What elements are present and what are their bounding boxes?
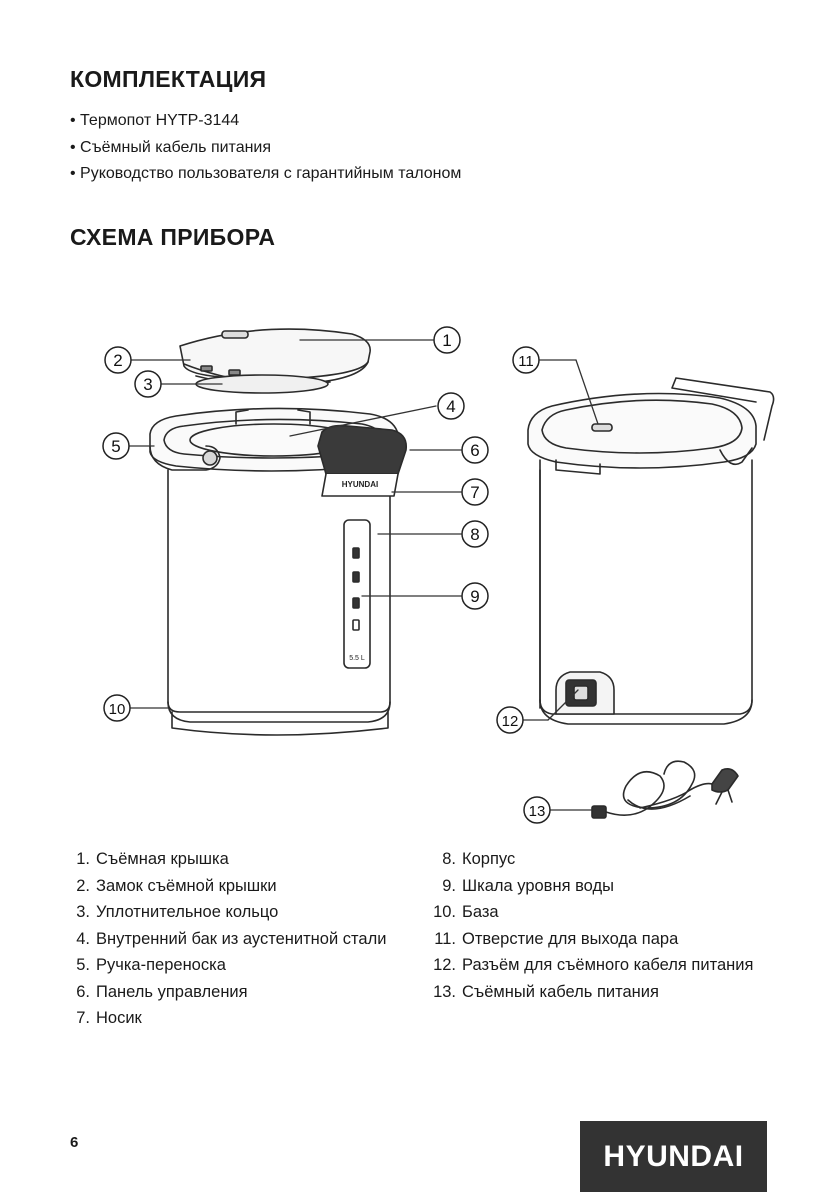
list-item: 13.Съёмный кабель питания bbox=[433, 982, 659, 1001]
callout-11: 11 bbox=[518, 353, 534, 370]
callout-5: 5 bbox=[111, 437, 120, 456]
list-item: 2.Замок съёмной крышки bbox=[76, 876, 277, 895]
brand-logo: HYUNDAI bbox=[580, 1121, 767, 1192]
callout-12: 12 bbox=[502, 713, 519, 730]
list-item: 7.Носик bbox=[76, 1009, 142, 1027]
section-title-scheme: СХЕМА ПРИБОРА bbox=[70, 224, 276, 250]
kit-item: Съёмный кабель питания bbox=[70, 135, 461, 162]
device-scale-label: 5.5 L bbox=[349, 655, 365, 662]
brand-logo-text: HYUNDAI bbox=[603, 1139, 744, 1173]
page-number: 6 bbox=[70, 1134, 79, 1151]
callout-2: 2 bbox=[113, 351, 122, 370]
kit-item: Термопот HYTP-3144 bbox=[70, 108, 461, 135]
callout-13: 13 bbox=[529, 803, 546, 820]
callout-10: 10 bbox=[109, 701, 126, 718]
lid-illustration bbox=[179, 328, 371, 394]
callout-7: 7 bbox=[470, 483, 479, 502]
parts-list-right: 8.Корпус 9.Шкала уровня воды 10.База 11.… bbox=[426, 846, 756, 1005]
callout-1: 1 bbox=[442, 331, 451, 350]
list-item: 9.Шкала уровня воды bbox=[442, 876, 614, 895]
callout-8: 8 bbox=[470, 525, 479, 544]
list-item: 4.Внутренний бак из аустенитной стали bbox=[76, 929, 387, 948]
list-item: 5.Ручка-переноска bbox=[76, 956, 226, 974]
list-item: 3.Уплотнительное кольцо bbox=[76, 903, 279, 921]
parts-list-left: 1.Съёмная крышка 2.Замок съёмной крышки … bbox=[70, 846, 400, 1032]
kit-list: Термопот HYTP-3144 Съёмный кабель питани… bbox=[70, 108, 461, 188]
device-diagram: HYUNDAI 5.5 L 1 2 3 4 5 6 7 8 9 10 11 12… bbox=[102, 326, 775, 824]
callout-6: 6 bbox=[470, 441, 479, 460]
list-item: 1.Съёмная крышка bbox=[76, 850, 229, 868]
callout-4: 4 bbox=[446, 397, 455, 416]
list-item: 10.База bbox=[433, 903, 499, 921]
power-cable-illustration bbox=[591, 760, 739, 819]
list-item: 11.Отверстие для выхода пара bbox=[434, 929, 679, 948]
section-title-kit: КОМПЛЕКТАЦИЯ bbox=[70, 66, 267, 92]
kit-item: Руководство пользователя с гарантийным т… bbox=[70, 161, 461, 188]
pot-back-illustration bbox=[527, 377, 775, 725]
list-item: 12.Разъём для съёмного кабеля питания bbox=[433, 956, 754, 974]
pot-front-illustration bbox=[149, 407, 408, 736]
callout-9: 9 bbox=[470, 587, 479, 606]
list-item: 6.Панель управления bbox=[76, 982, 248, 1001]
list-item: 8.Корпус bbox=[442, 850, 516, 868]
device-brand-label: HYUNDAI bbox=[342, 480, 378, 489]
leader-lines bbox=[127, 339, 599, 811]
callout-3: 3 bbox=[143, 375, 152, 394]
